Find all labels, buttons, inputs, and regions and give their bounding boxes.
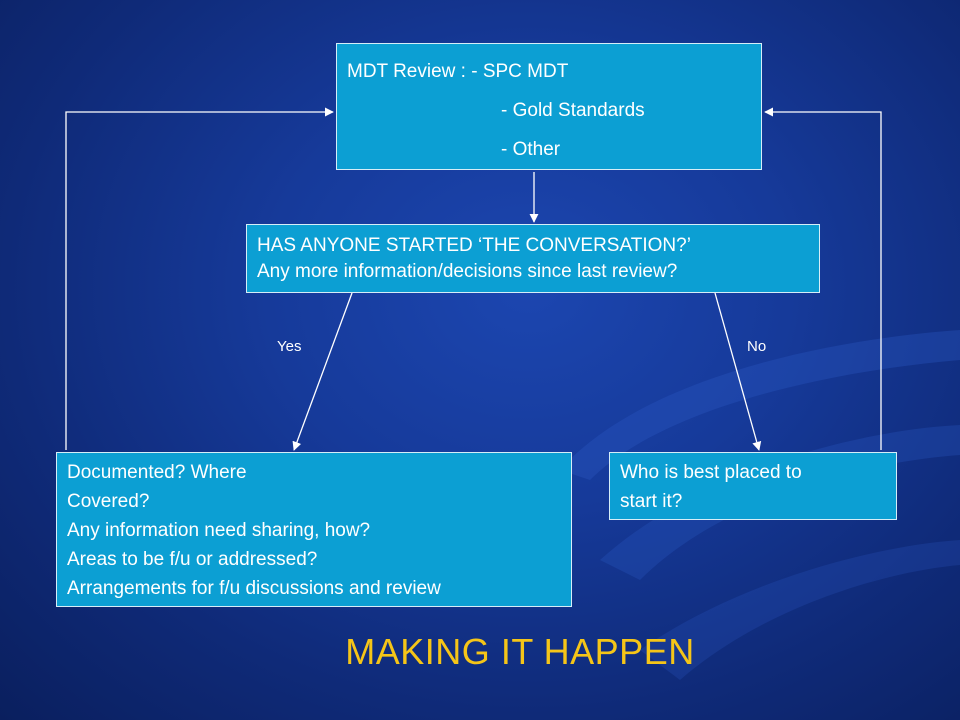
yes-outcome-line: Covered? bbox=[67, 491, 150, 512]
no-outcome-box: Who is best placed to start it? bbox=[609, 452, 897, 520]
no-outcome-line: start it? bbox=[620, 491, 683, 512]
mdt-review-line: MDT Review : - SPC MDT bbox=[347, 61, 569, 82]
other-line: - Other bbox=[501, 139, 561, 160]
edge-label-no: No bbox=[747, 338, 767, 355]
mdt-review-box: MDT Review : - SPC MDT - Gold Standards … bbox=[336, 43, 762, 170]
edge-label-yes: Yes bbox=[277, 338, 302, 355]
conversation-question-line: HAS ANYONE STARTED ‘THE CONVERSATION?’ bbox=[257, 235, 691, 256]
slide-title: MAKING IT HAPPEN bbox=[345, 631, 695, 672]
yes-outcome-line: Arrangements for f/u discussions and rev… bbox=[67, 578, 441, 599]
more-information-line: Any more information/decisions since las… bbox=[257, 261, 678, 282]
yes-outcome-box: Documented? Where Covered? Any informati… bbox=[56, 452, 572, 607]
yes-outcome-line: Any information need sharing, how? bbox=[67, 520, 371, 541]
yes-outcome-line: Areas to be f/u or addressed? bbox=[67, 549, 318, 570]
gold-standards-line: - Gold Standards bbox=[501, 100, 645, 121]
yes-outcome-line: Documented? Where bbox=[67, 462, 247, 483]
conversation-question-box: HAS ANYONE STARTED ‘THE CONVERSATION?’ A… bbox=[246, 224, 820, 293]
no-outcome-line: Who is best placed to bbox=[620, 462, 802, 483]
